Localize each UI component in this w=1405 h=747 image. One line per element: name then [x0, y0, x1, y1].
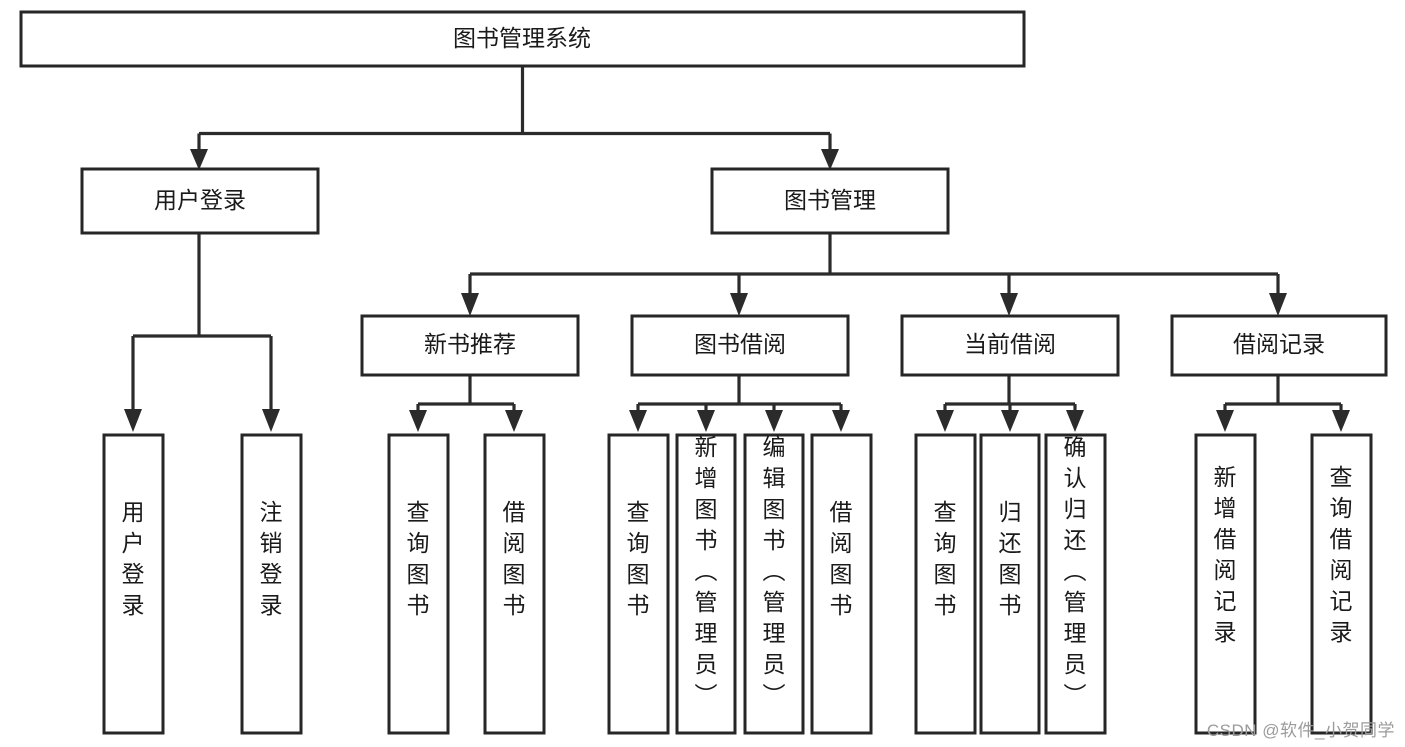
leaf-current-borrow-1-box[interactable] [914, 433, 977, 735]
node-current-borrow-box[interactable] [900, 314, 1120, 377]
leaf-new-book-2-label: 借阅图书 [503, 499, 526, 618]
leaf-book-borrow-3[interactable]: 编辑图书︵管理员︶ [743, 433, 805, 735]
arrow-borrow-leaf-2 [697, 410, 715, 432]
arrow-book-manage-to-current [1000, 293, 1018, 316]
leaf-book-borrow-1[interactable]: 查询图书 [607, 433, 670, 735]
node-user-login-box[interactable] [80, 167, 320, 235]
leaf-book-borrow-4-box[interactable] [810, 433, 873, 735]
leaf-new-book-1-label: 查询图书 [407, 499, 430, 618]
leaf-book-borrow-1-box[interactable] [607, 433, 670, 735]
arrow-borrow-leaf-4 [832, 410, 850, 432]
arrow-borrow-leaf-1 [629, 410, 647, 432]
leaf-current-borrow-2-box[interactable] [979, 433, 1041, 735]
node-book-borrow-label: 图书借阅 [694, 331, 786, 357]
leaf-book-borrow-2[interactable]: 新增图书︵管理员︶ [675, 433, 737, 735]
leaf-book-borrow-2-label: 新增图书︵管理员︶ [695, 434, 718, 708]
leaf-current-borrow-2-label: 归还图书 [999, 499, 1022, 618]
leaf-current-borrow-3[interactable]: 确认归还︵管理员︶ [1044, 433, 1107, 735]
leaf-new-book-1[interactable]: 查询图书 [387, 433, 450, 735]
node-borrow-record[interactable]: 借阅记录 [1170, 314, 1388, 377]
node-root-box[interactable] [19, 10, 1026, 68]
arrow-current-leaf-3 [1066, 410, 1084, 432]
arrow-new-book-leaf-2 [505, 410, 523, 432]
arrow-new-book-leaf-1 [409, 410, 427, 432]
leaf-user-login-2[interactable]: 注销登录 [240, 433, 303, 735]
leaf-borrow-record-2-box[interactable] [1310, 433, 1373, 735]
arrow-user-login-leaf-2 [262, 409, 280, 432]
arrow-borrow-leaf-3 [765, 410, 783, 432]
leaf-user-login-1-box[interactable] [102, 433, 165, 735]
node-new-book-recommend-label: 新书推荐 [424, 331, 516, 357]
arrow-current-leaf-2 [1001, 410, 1019, 432]
connector-layer [124, 66, 1350, 432]
leaf-borrow-record-2[interactable]: 查询借阅记录 [1310, 433, 1373, 735]
leaf-new-book-2[interactable]: 借阅图书 [483, 433, 546, 735]
leaf-new-book-2-box[interactable] [483, 433, 546, 735]
node-current-borrow[interactable]: 当前借阅 [900, 314, 1120, 377]
node-book-borrow[interactable]: 图书借阅 [630, 314, 850, 377]
node-root-label: 图书管理系统 [453, 25, 591, 51]
arrow-user-login-leaf-1 [124, 409, 142, 432]
node-book-manage-box[interactable] [710, 167, 950, 235]
arrow-book-manage-to-borrow [730, 293, 748, 316]
leaf-user-login-2-box[interactable] [240, 433, 303, 735]
leaf-user-login-1-label: 用户登录 [122, 499, 145, 618]
leaf-book-borrow-3-box[interactable] [743, 433, 805, 735]
leaf-current-borrow-1-label: 查询图书 [934, 499, 957, 618]
leaf-current-borrow-2[interactable]: 归还图书 [979, 433, 1041, 735]
leaf-current-borrow-3-label: 确认归还︵管理员︶ [1064, 434, 1087, 708]
node-borrow-record-label: 借阅记录 [1233, 331, 1325, 357]
leaf-book-borrow-4-label: 借阅图书 [830, 499, 853, 618]
leaf-current-borrow-3-box[interactable] [1044, 433, 1107, 735]
arrow-current-leaf-1 [936, 410, 954, 432]
node-new-book-recommend-box[interactable] [360, 314, 580, 377]
leaf-current-borrow-1[interactable]: 查询图书 [914, 433, 977, 735]
arrow-root-to-book-manage [821, 149, 839, 170]
node-user-login-label: 用户登录 [154, 187, 246, 213]
node-current-borrow-label: 当前借阅 [964, 331, 1056, 357]
arrow-record-leaf-1 [1216, 410, 1234, 432]
leaf-book-borrow-3-label: 编辑图书︵管理员︶ [763, 434, 786, 708]
arrow-root-to-user-login [190, 149, 208, 170]
node-root[interactable]: 图书管理系统 [19, 10, 1026, 68]
leaf-book-borrow-2-box[interactable] [675, 433, 737, 735]
arrow-record-leaf-2 [1332, 410, 1350, 432]
leaf-new-book-1-box[interactable] [387, 433, 450, 735]
arrow-book-manage-to-new-book [461, 293, 479, 316]
node-book-manage-label: 图书管理 [784, 187, 876, 213]
leaf-borrow-record-1-label: 新增借阅记录 [1214, 464, 1237, 645]
node-user-login[interactable]: 用户登录 [80, 167, 320, 235]
leaf-user-login-2-label: 注销登录 [260, 499, 283, 618]
leaf-borrow-record-1-box[interactable] [1194, 433, 1257, 735]
node-borrow-record-box[interactable] [1170, 314, 1388, 377]
leaf-user-login-1[interactable]: 用户登录 [102, 433, 165, 735]
node-book-borrow-box[interactable] [630, 314, 850, 377]
arrow-book-manage-to-record [1269, 293, 1287, 316]
node-new-book-recommend[interactable]: 新书推荐 [360, 314, 580, 377]
leaf-borrow-record-2-label: 查询借阅记录 [1330, 464, 1353, 645]
leaf-book-borrow-4[interactable]: 借阅图书 [810, 433, 873, 735]
leaf-book-borrow-1-label: 查询图书 [627, 499, 650, 618]
node-book-manage[interactable]: 图书管理 [710, 167, 950, 235]
leaf-borrow-record-1[interactable]: 新增借阅记录 [1194, 433, 1257, 735]
